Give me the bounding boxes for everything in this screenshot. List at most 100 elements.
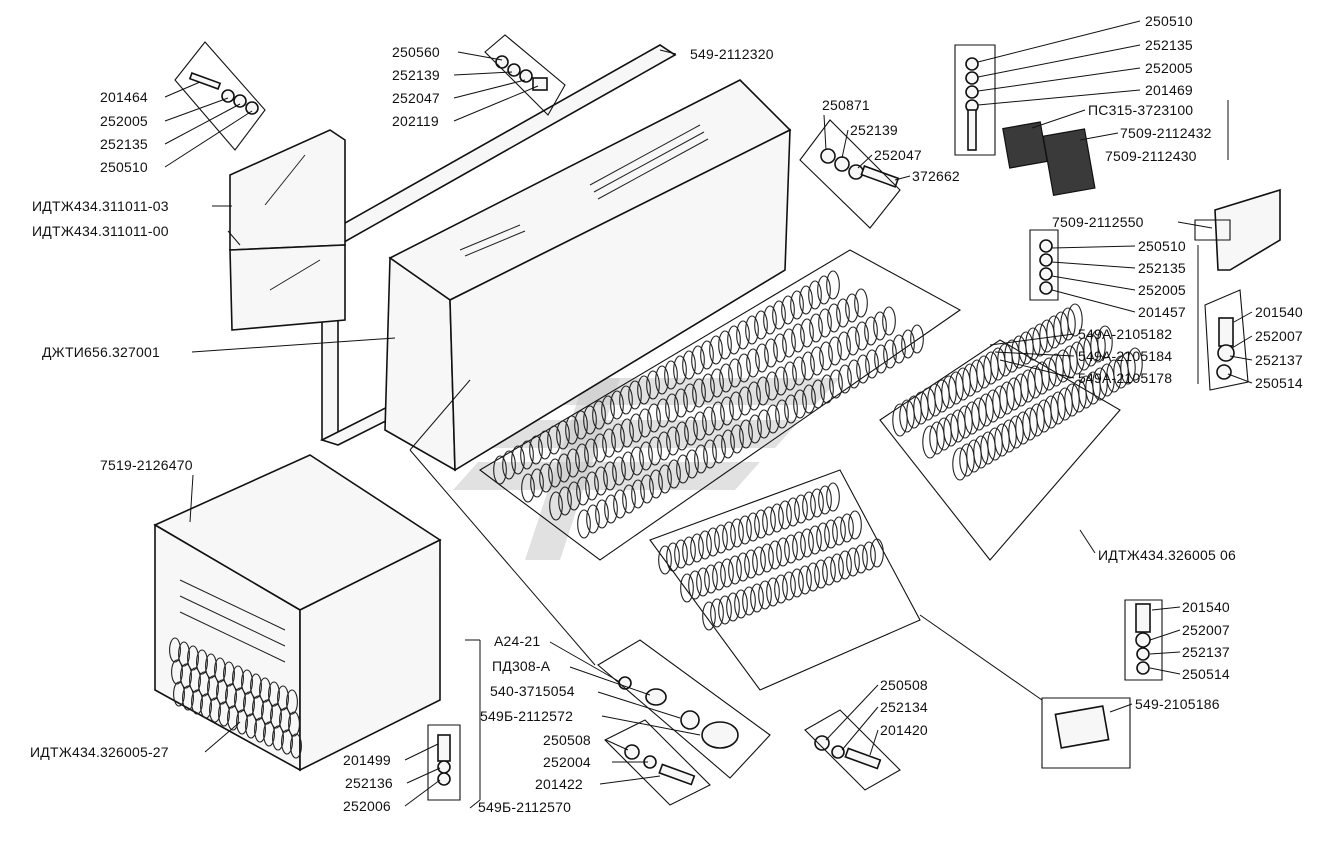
- coil-turn: [721, 429, 735, 459]
- label-250514-bottom: 250514: [1182, 666, 1230, 682]
- coil-turn: [169, 637, 181, 663]
- coil-turn: [746, 348, 760, 378]
- coil-turn: [182, 685, 194, 711]
- coil-turn: [801, 351, 815, 381]
- coil-turn: [883, 339, 897, 369]
- coil-turn: [684, 416, 698, 446]
- label-dzhti-656-327001: ДЖТИ656.327001: [42, 344, 160, 360]
- coil-turn: [747, 381, 761, 411]
- coil-turn: [728, 358, 742, 388]
- coil-turn: [583, 405, 597, 435]
- coil-turn: [667, 459, 681, 489]
- coil-turn: [837, 331, 851, 361]
- label-201540-bottom: 201540: [1182, 599, 1230, 615]
- coil-turn: [602, 428, 616, 458]
- coil-turn: [674, 388, 688, 418]
- coil-turn: [511, 445, 525, 475]
- coil-turn: [675, 421, 689, 451]
- coil-turn: [647, 403, 661, 433]
- label-250510-left: 250510: [100, 159, 148, 175]
- coil-turn: [548, 458, 562, 488]
- label-549b-2112570: 549Б-2112570: [478, 799, 571, 815]
- coil-turn: [191, 689, 203, 715]
- coil-turn: [808, 525, 822, 555]
- coil-turn: [676, 454, 690, 484]
- coil-turn: [218, 701, 230, 727]
- coil-turn: [792, 356, 806, 386]
- coil-turn: [773, 333, 787, 363]
- coil-turn: [790, 568, 804, 598]
- coil-turn: [216, 679, 228, 705]
- coil-turn: [250, 673, 262, 699]
- coil-turn: [712, 434, 726, 464]
- coil-turn: [567, 481, 581, 511]
- label-ps315-3723100: ПС315-3723100: [1088, 102, 1193, 118]
- coil-turn: [854, 544, 868, 574]
- coil-turn: [700, 340, 714, 370]
- coil-turn: [711, 401, 725, 431]
- coil-turn: [180, 663, 192, 689]
- label-252006: 252006: [343, 798, 391, 814]
- label-7509-2112550: 7509-2112550: [1052, 214, 1144, 230]
- coil-turn: [730, 518, 744, 548]
- coil-turn: [754, 310, 768, 340]
- coil-turn: [793, 389, 807, 419]
- coil-turn: [829, 369, 843, 399]
- coil-turn: [710, 368, 724, 398]
- coil-turn: [746, 512, 760, 542]
- coil-turn: [173, 681, 185, 707]
- coil-turn: [629, 413, 643, 443]
- coil-turn: [727, 325, 741, 355]
- coil-turn: [847, 359, 861, 389]
- coil-turn: [225, 683, 237, 709]
- coil-turn: [792, 531, 806, 561]
- coil-turn: [604, 494, 618, 524]
- coil-turn: [854, 288, 868, 318]
- coil-turn: [750, 583, 764, 613]
- coil-turn: [800, 528, 814, 558]
- coil-turn: [846, 326, 860, 356]
- coil-turn: [223, 661, 235, 687]
- coil-turn: [791, 323, 805, 353]
- label-250508-right: 250508: [880, 677, 928, 693]
- coil-turn: [772, 300, 786, 330]
- coil-turn: [702, 601, 716, 631]
- coil-turn: [703, 439, 717, 469]
- coil-turn: [243, 691, 255, 717]
- coil-turn: [288, 711, 300, 737]
- coil-turn: [263, 721, 275, 747]
- coil-turn: [254, 717, 266, 743]
- coil-turn: [756, 376, 770, 406]
- label-250514-top: 250514: [1255, 375, 1303, 391]
- coil-turn: [814, 559, 828, 589]
- coil-turn: [901, 329, 915, 359]
- coil-turn: [865, 349, 879, 379]
- label-pd308-a: ПД308-А: [492, 658, 551, 674]
- coil-turn: [673, 355, 687, 385]
- resistor-cabinet-7519-2126470: [153, 454, 442, 772]
- label-549-2112320: 549-2112320: [690, 46, 774, 62]
- label-201499: 201499: [343, 752, 391, 768]
- coil-turn: [730, 424, 744, 454]
- label-201457: 201457: [1138, 304, 1186, 320]
- coil-turn: [826, 270, 840, 300]
- coil-turn: [766, 577, 780, 607]
- coil-turn: [656, 398, 670, 428]
- coil-turn: [657, 431, 671, 461]
- coil-turn: [729, 391, 743, 421]
- label-540-3715054: 540-3715054: [490, 683, 575, 699]
- coil-turn: [666, 426, 680, 456]
- coil-turn: [638, 408, 652, 438]
- coil-turn: [856, 354, 870, 384]
- coil-turn: [855, 321, 869, 351]
- coil-turn: [768, 540, 782, 570]
- callout-frames: [174, 34, 1249, 806]
- coil-turn: [1090, 329, 1106, 363]
- coil-turn: [790, 290, 804, 320]
- coil-turn: [666, 542, 680, 572]
- leader-lines: [164, 20, 1253, 809]
- coil-turn: [766, 404, 780, 434]
- coil-turn: [781, 295, 795, 325]
- label-idtzh-326005-06: ИДТЖ434.326005 06: [1098, 547, 1236, 563]
- coil-turn: [557, 453, 571, 483]
